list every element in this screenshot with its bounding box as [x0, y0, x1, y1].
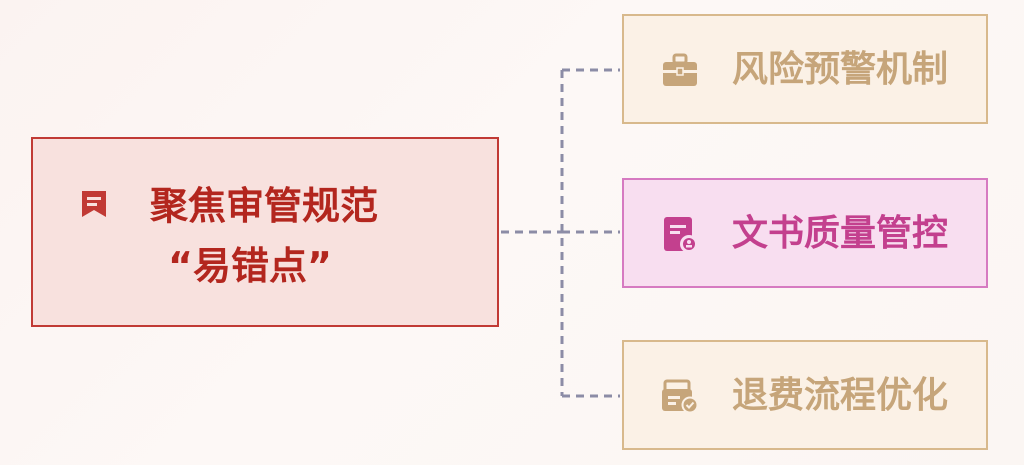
branch-label: 文书质量管控	[732, 213, 949, 254]
branch-document-quality: 文书质量管控	[622, 178, 988, 288]
branch-label: 退费流程优化	[732, 375, 949, 416]
bookmark-document-icon	[82, 191, 106, 217]
main-topic-title: 聚焦审管规范	[150, 184, 379, 228]
document-stamp-icon	[664, 217, 698, 253]
branch-risk-warning: 风险预警机制	[622, 14, 988, 124]
branch-label: 风险预警机制	[732, 49, 949, 90]
branch-refund-process: 退费流程优化	[622, 340, 988, 450]
main-topic-box	[31, 137, 499, 327]
refund-check-icon	[662, 379, 699, 414]
briefcase-icon	[663, 53, 697, 86]
main-topic-subtitle: “易错点”	[168, 244, 332, 288]
